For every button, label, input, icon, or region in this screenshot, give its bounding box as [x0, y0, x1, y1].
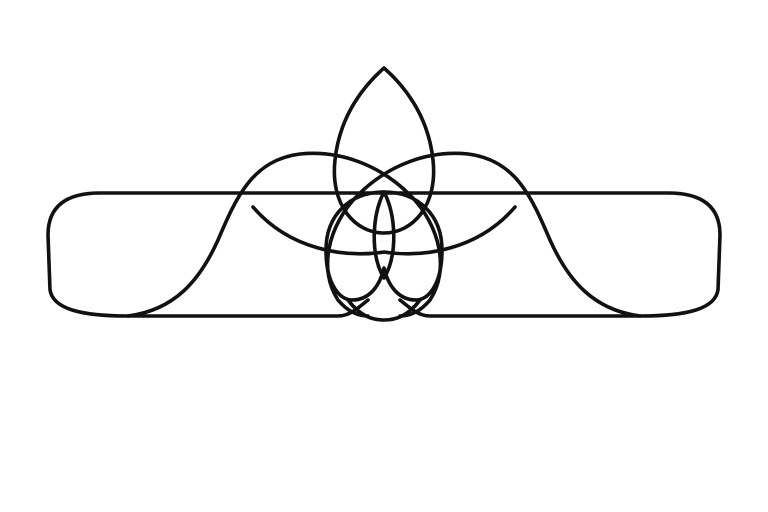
- inner-swoop: [251, 205, 517, 256]
- center-vesica: [372, 190, 396, 280]
- right-arch: [325, 151, 642, 318]
- left-arch: [126, 151, 443, 318]
- teardrop-top-petal: [332, 66, 436, 235]
- bottom-arc: [346, 298, 422, 322]
- horizontal-band: [46, 191, 722, 318]
- lower-lobes: [324, 190, 444, 302]
